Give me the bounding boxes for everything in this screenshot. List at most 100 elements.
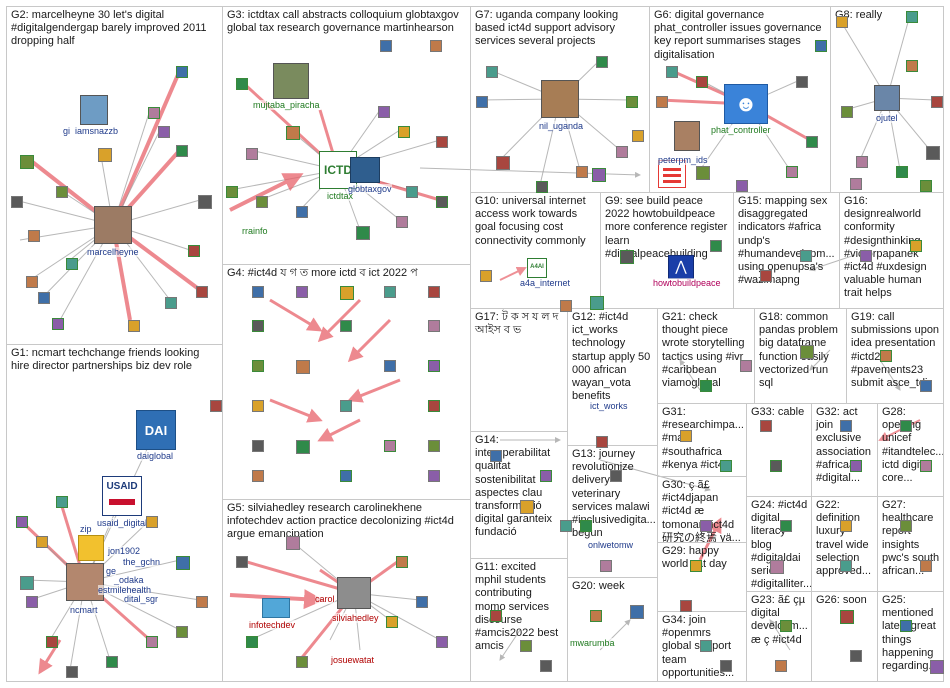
account-avatar[interactable] [780, 520, 792, 532]
phat-controller-logo-node[interactable]: ☻ [724, 84, 768, 124]
account-avatar[interactable] [252, 470, 264, 482]
account-avatar[interactable] [626, 96, 638, 108]
account-avatar[interactable] [490, 610, 502, 622]
account-avatar[interactable] [906, 11, 918, 23]
iamsnazzb-photo-node[interactable] [80, 95, 108, 125]
account-avatar[interactable] [930, 660, 944, 674]
account-avatar[interactable] [490, 450, 502, 462]
account-avatar[interactable] [430, 40, 442, 52]
account-avatar[interactable] [236, 556, 248, 568]
account-avatar[interactable] [496, 156, 510, 170]
account-avatar[interactable] [632, 130, 644, 142]
account-avatar[interactable] [176, 66, 188, 78]
account-avatar[interactable] [26, 596, 38, 608]
account-avatar[interactable] [480, 270, 492, 282]
account-avatar[interactable] [596, 436, 608, 448]
account-avatar[interactable] [340, 320, 352, 332]
account-avatar[interactable] [66, 258, 78, 270]
account-avatar[interactable] [66, 666, 78, 678]
a4ai-logo-node[interactable]: A4AI [527, 258, 547, 278]
account-avatar[interactable] [840, 610, 854, 624]
account-avatar[interactable] [252, 360, 264, 372]
account-avatar[interactable] [296, 656, 308, 668]
account-avatar[interactable] [176, 556, 190, 570]
account-avatar[interactable] [11, 196, 23, 208]
account-avatar[interactable] [616, 146, 628, 158]
account-avatar[interactable] [56, 496, 68, 508]
account-avatar[interactable] [196, 596, 208, 608]
account-avatar[interactable] [760, 270, 772, 282]
account-avatar[interactable] [384, 286, 396, 298]
peterpm-photo-node[interactable] [674, 121, 700, 151]
account-avatar[interactable] [720, 460, 732, 472]
account-avatar[interactable] [106, 656, 118, 668]
account-avatar[interactable] [920, 380, 932, 392]
account-avatar[interactable] [620, 250, 634, 264]
account-avatar[interactable] [536, 181, 548, 193]
account-avatar[interactable] [252, 320, 264, 332]
account-avatar[interactable] [700, 640, 712, 652]
account-avatar[interactable] [165, 297, 177, 309]
account-avatar[interactable] [36, 536, 48, 548]
mujtaba-photo-node[interactable] [273, 63, 309, 99]
account-avatar[interactable] [436, 196, 448, 208]
account-avatar[interactable] [840, 420, 852, 432]
account-avatar[interactable] [910, 240, 922, 252]
account-avatar[interactable] [246, 148, 258, 160]
nil-uganda-photo-node[interactable] [541, 80, 579, 118]
account-avatar[interactable] [146, 516, 158, 528]
account-avatar[interactable] [906, 60, 918, 72]
account-avatar[interactable] [850, 178, 862, 190]
account-avatar[interactable] [296, 360, 310, 374]
account-avatar[interactable] [680, 600, 692, 612]
account-avatar[interactable] [690, 560, 702, 572]
account-avatar[interactable] [680, 430, 692, 442]
account-avatar[interactable] [226, 186, 238, 198]
howtobuildpeace-logo-node[interactable]: ⋀ [668, 255, 694, 279]
account-avatar[interactable] [46, 636, 58, 648]
account-avatar[interactable] [356, 226, 370, 240]
account-avatar[interactable] [540, 470, 552, 482]
account-avatar[interactable] [428, 360, 440, 372]
account-avatar[interactable] [98, 148, 112, 162]
account-avatar[interactable] [576, 166, 588, 178]
account-avatar[interactable] [720, 660, 732, 672]
account-avatar[interactable] [710, 240, 722, 252]
account-avatar[interactable] [26, 276, 38, 288]
account-avatar[interactable] [476, 96, 488, 108]
account-avatar[interactable] [700, 520, 712, 532]
account-avatar[interactable] [666, 66, 678, 78]
account-avatar[interactable] [196, 286, 208, 298]
account-avatar[interactable] [840, 560, 852, 572]
account-avatar[interactable] [428, 470, 440, 482]
account-avatar[interactable] [630, 605, 644, 619]
account-avatar[interactable] [580, 520, 592, 532]
account-avatar[interactable] [286, 536, 300, 550]
account-avatar[interactable] [396, 556, 408, 568]
account-avatar[interactable] [176, 145, 188, 157]
account-avatar[interactable] [696, 166, 710, 180]
account-avatar[interactable] [775, 660, 787, 672]
account-avatar[interactable] [210, 400, 222, 412]
account-avatar[interactable] [596, 56, 608, 68]
account-avatar[interactable] [800, 250, 812, 262]
account-avatar[interactable] [20, 155, 34, 169]
account-avatar[interactable] [52, 318, 64, 330]
account-avatar[interactable] [520, 500, 534, 514]
account-avatar[interactable] [398, 126, 410, 138]
account-avatar[interactable] [436, 136, 448, 148]
account-avatar[interactable] [590, 296, 604, 310]
account-avatar[interactable] [920, 180, 932, 192]
account-avatar[interactable] [806, 136, 818, 148]
account-avatar[interactable] [176, 626, 188, 638]
account-avatar[interactable] [920, 560, 932, 572]
account-avatar[interactable] [148, 107, 160, 119]
account-avatar[interactable] [198, 195, 212, 209]
account-avatar[interactable] [428, 320, 440, 332]
account-avatar[interactable] [780, 620, 792, 632]
account-avatar[interactable] [396, 216, 408, 228]
account-avatar[interactable] [246, 636, 258, 648]
account-avatar[interactable] [386, 616, 398, 628]
account-avatar[interactable] [256, 196, 268, 208]
account-avatar[interactable] [38, 292, 50, 304]
